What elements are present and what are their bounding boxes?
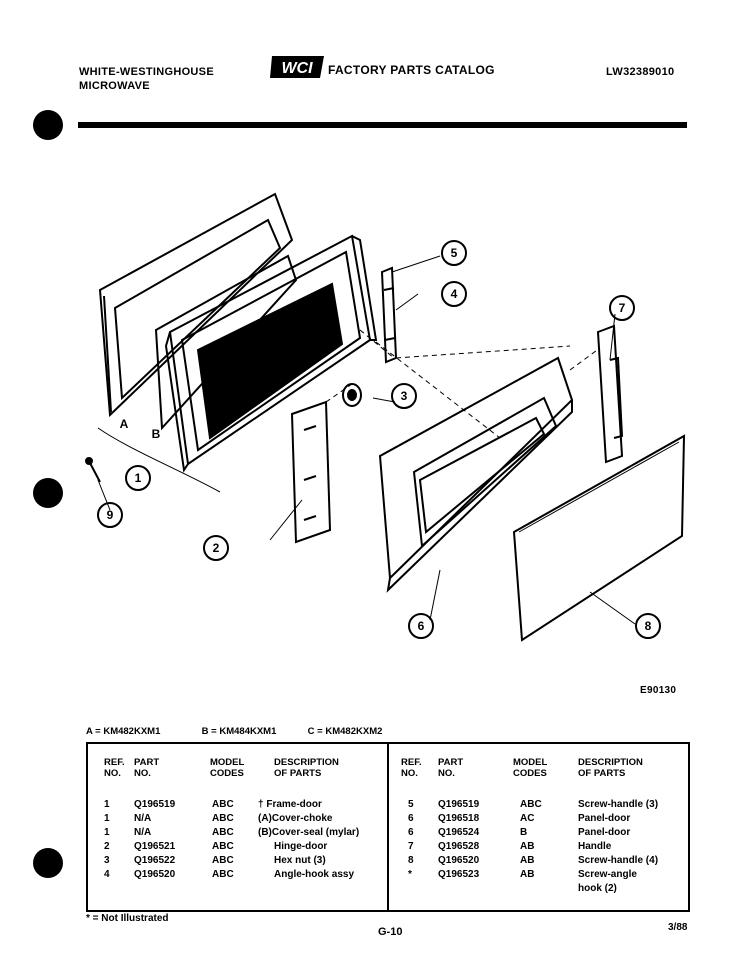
punch-hole-top bbox=[33, 110, 63, 140]
callout-8: 8 bbox=[645, 619, 652, 633]
wci-logo-text: WCI bbox=[281, 60, 313, 77]
catalog-title: FACTORY PARTS CATALOG bbox=[328, 63, 495, 77]
callout-5: 5 bbox=[451, 246, 458, 260]
model-a: KM482KXM1 bbox=[103, 726, 161, 737]
callout-9: 9 bbox=[107, 508, 114, 522]
model-legend: A = KM482KXM1 B = KM484KXM1 C = KM482KXM… bbox=[86, 726, 383, 737]
screw-part bbox=[85, 457, 101, 483]
callout-B: B bbox=[152, 427, 161, 441]
model-a-code: A bbox=[86, 726, 93, 737]
header-ref-left: REF.NO. bbox=[104, 757, 125, 779]
callout-4: 4 bbox=[451, 287, 458, 301]
page-number: G-10 bbox=[378, 926, 403, 938]
callout-3: 3 bbox=[401, 389, 408, 403]
model-b: KM484KXM1 bbox=[219, 726, 277, 737]
callout-6: 6 bbox=[418, 619, 425, 633]
frame-door-part bbox=[98, 192, 294, 418]
wci-logo-graphic: WCI bbox=[270, 56, 324, 78]
door-frame-mesh-part bbox=[164, 234, 378, 473]
punch-hole-middle bbox=[33, 478, 63, 508]
model-c: KM482KXM2 bbox=[325, 726, 383, 737]
model-c-code: C bbox=[307, 726, 315, 737]
callout-7: 7 bbox=[619, 301, 626, 315]
wci-logo: WCI bbox=[270, 54, 326, 80]
model-b-code: B bbox=[201, 726, 209, 737]
hex-nut-part bbox=[342, 383, 362, 407]
callout-1: 1 bbox=[135, 471, 142, 485]
cover-seal-part bbox=[154, 254, 298, 431]
parts-table-divider bbox=[387, 742, 389, 910]
callout-2: 2 bbox=[213, 541, 220, 555]
footer-date: 3/88 bbox=[668, 922, 688, 933]
figure-code: E90130 bbox=[640, 685, 677, 696]
exploded-door-diagram: 5 4 7 3 1 9 2 6 8 A B bbox=[85, 192, 686, 642]
header-ref-right: REF.NO. bbox=[401, 757, 422, 779]
hinge-door-part bbox=[290, 400, 332, 544]
brand-line-1: WHITE-WESTINGHOUSE bbox=[79, 66, 214, 78]
footnote: * = Not Illustrated bbox=[86, 913, 169, 924]
punch-hole-bottom bbox=[33, 848, 63, 878]
brand-line-2: MICROWAVE bbox=[79, 80, 150, 92]
panel-door-part bbox=[378, 356, 574, 593]
handle-part bbox=[596, 324, 624, 464]
catalog-number: LW32389010 bbox=[606, 66, 675, 78]
table-row: hook (2) bbox=[578, 883, 617, 894]
panel-part bbox=[512, 434, 686, 642]
header-rule bbox=[78, 122, 687, 128]
callout-circles bbox=[97, 240, 661, 639]
callout-A: A bbox=[120, 417, 129, 431]
